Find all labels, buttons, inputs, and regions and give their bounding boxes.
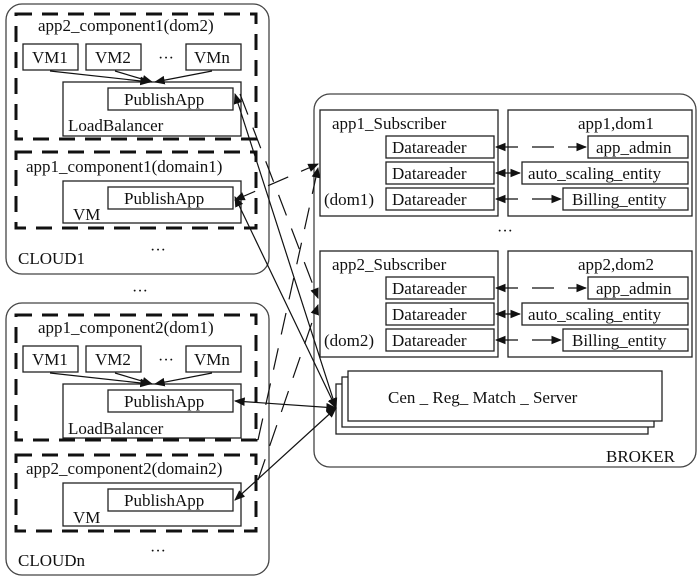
cloud-n-publishapp-1-box: [107, 389, 234, 413]
entity-group-1-title: app1,dom1: [578, 114, 654, 133]
cloud-1-loadbalancer-label: LoadBalancer: [68, 116, 164, 135]
cloud-1-component-1-frame: [14, 12, 258, 141]
entity-1-billing-box: [562, 187, 689, 211]
cloud-1-publishapp-2-box: [107, 186, 234, 210]
cloud-1-component-2-title: app1_component1(domain1): [26, 157, 222, 176]
cloud-n-vm1-box: [22, 345, 79, 373]
vmn-to-lb-arrow: [153, 70, 213, 85]
cloud-n-more-ellipsis: ···: [150, 543, 166, 560]
cloud-n-publishapp-2-label: PublishApp: [124, 491, 204, 510]
between-subscribers-ellipsis: ···: [497, 223, 513, 240]
entity-2-app-admin-label: app_admin: [596, 279, 672, 298]
cloud-n-vmn-to-lb-arrow: [153, 372, 213, 387]
subscriber-2-reader-1-label: Datareader: [392, 279, 467, 298]
cloud-n-vm2-box: [85, 345, 142, 373]
subscriber-2-domain: (dom2): [324, 331, 374, 350]
connections: [233, 92, 338, 501]
cloud-n-vm-label: VM: [73, 508, 100, 527]
c1-pub2-server-link: [234, 196, 337, 409]
subscriber-2-reader-2-box: [385, 302, 495, 326]
cloud-1-vm2-box: [85, 43, 142, 71]
cloud-1-publishapp-1-label: PublishApp: [124, 90, 204, 109]
subscriber-1-reader-2-label: Datareader: [392, 164, 467, 183]
entity-1-auto-scaling-box: [521, 161, 689, 185]
cloud-1-vm1-label: VM1: [32, 48, 68, 67]
cn-pub1-sub1-link: [257, 166, 321, 441]
server-box: [347, 370, 663, 422]
cloud-1-vm-ellipsis: ···: [158, 50, 174, 67]
cloud-1-publishapp-1-box: [107, 87, 234, 111]
entity-1-app-admin-box: [587, 135, 689, 159]
broker-label: BROKER: [606, 447, 676, 466]
cloud-n-label: CLOUDn: [18, 551, 86, 570]
cloud-n-publishapp-1-label: PublishApp: [124, 392, 204, 411]
entity-2-app-admin-box: [587, 276, 689, 300]
cloud-1-vm1-box: [22, 43, 79, 71]
entity-2-auto-scaling-box: [521, 302, 689, 326]
cloud-n-loadbalancer-label: LoadBalancer: [68, 419, 164, 438]
cloud-n-vmn-box: [185, 345, 242, 373]
cloud-1-publishapp-2-label: PublishApp: [124, 189, 204, 208]
entity-2-auto-scaling-label: auto_scaling_entity: [528, 305, 662, 324]
cloud-1-component-2-frame: [14, 150, 258, 230]
entity-1-billing-label: Billing_entity: [572, 190, 667, 209]
cloud-n-vm2-to-lb-arrow: [114, 372, 154, 386]
cloud-n-component-1-title: app1_component2(dom1): [38, 318, 214, 337]
cloud-n-vm2-label: VM2: [95, 350, 131, 369]
subscriber-1-title: app1_Subscriber: [332, 114, 447, 133]
cloud-n-vm1-to-lb-arrow: [49, 372, 152, 388]
cloud-n-component-1-frame: [14, 313, 258, 442]
subscriber-1-reader-1-label: Datareader: [392, 138, 467, 157]
subscriber-2-reader-3-box: [385, 328, 495, 352]
between-clouds-ellipsis: ···: [132, 283, 148, 300]
cloud-n-component-2-title: app2_component2(domain2): [26, 459, 222, 478]
entity-1-app-admin-label: app_admin: [596, 138, 672, 157]
cloud-n: app1_component2(dom1) VM1 VM2 ··· VMn Pu…: [5, 302, 270, 576]
cloud-n-publishapp-2-box: [107, 488, 234, 512]
c1-pub1-sub2-link: [239, 93, 319, 300]
subscriber-2-reader-1-box: [385, 276, 495, 300]
subscriber-2-reader-2-label: Datareader: [392, 305, 467, 324]
cloud-1-vm2-label: VM2: [95, 48, 131, 67]
entity-2-billing-box: [562, 328, 689, 352]
cloud-n-component-2-frame: [14, 453, 258, 533]
c1-pub2-sub1-link: [234, 163, 319, 201]
entity-2-billing-label: Billing_entity: [572, 331, 667, 350]
subscriber-1-reader-2-box: [385, 161, 495, 185]
cloud-1-component-1-title: app2_component1(dom2): [38, 16, 214, 35]
entity-group-2-title: app2,dom2: [578, 255, 654, 274]
cn-pub1-server-link: [233, 397, 338, 412]
subscriber-1-reader-1-box: [385, 135, 495, 159]
cloud-1-vmn-label: VMn: [194, 48, 230, 67]
entity-1-auto-scaling-label: auto_scaling_entity: [528, 164, 662, 183]
subscriber-1-domain: (dom1): [324, 190, 374, 209]
vm2-to-lb-arrow: [114, 70, 154, 84]
cloud-n-vm-ellipsis: ···: [158, 352, 174, 369]
cloud-1: app2_component1(dom2) VM1 VM2 ··· VMn Pu…: [5, 3, 270, 275]
cn-pub2-sub2-link: [257, 303, 319, 481]
broker: app1_Subscriber Datareader Datareader Da…: [313, 93, 697, 468]
cloud-1-more-ellipsis: ···: [150, 242, 166, 259]
subscriber-1-reader-3-label: Datareader: [392, 190, 467, 209]
subscriber-1-reader-3-box: [385, 187, 495, 211]
cloud-1-label: CLOUD1: [18, 249, 85, 268]
subscriber-2-reader-3-label: Datareader: [392, 331, 467, 350]
subscriber-2-title: app2_Subscriber: [332, 255, 447, 274]
cn-pub2-server-link: [234, 407, 337, 501]
cloud-n-vmn-label: VMn: [194, 350, 230, 369]
server-label: Cen _ Reg_ Match _ Server: [388, 388, 578, 407]
vm1-to-lb-arrow: [49, 70, 152, 86]
cloud-1-vmn-box: [185, 43, 242, 71]
cloud-n-vm1-label: VM1: [32, 350, 68, 369]
cloud-1-vm-label: VM: [73, 205, 100, 224]
